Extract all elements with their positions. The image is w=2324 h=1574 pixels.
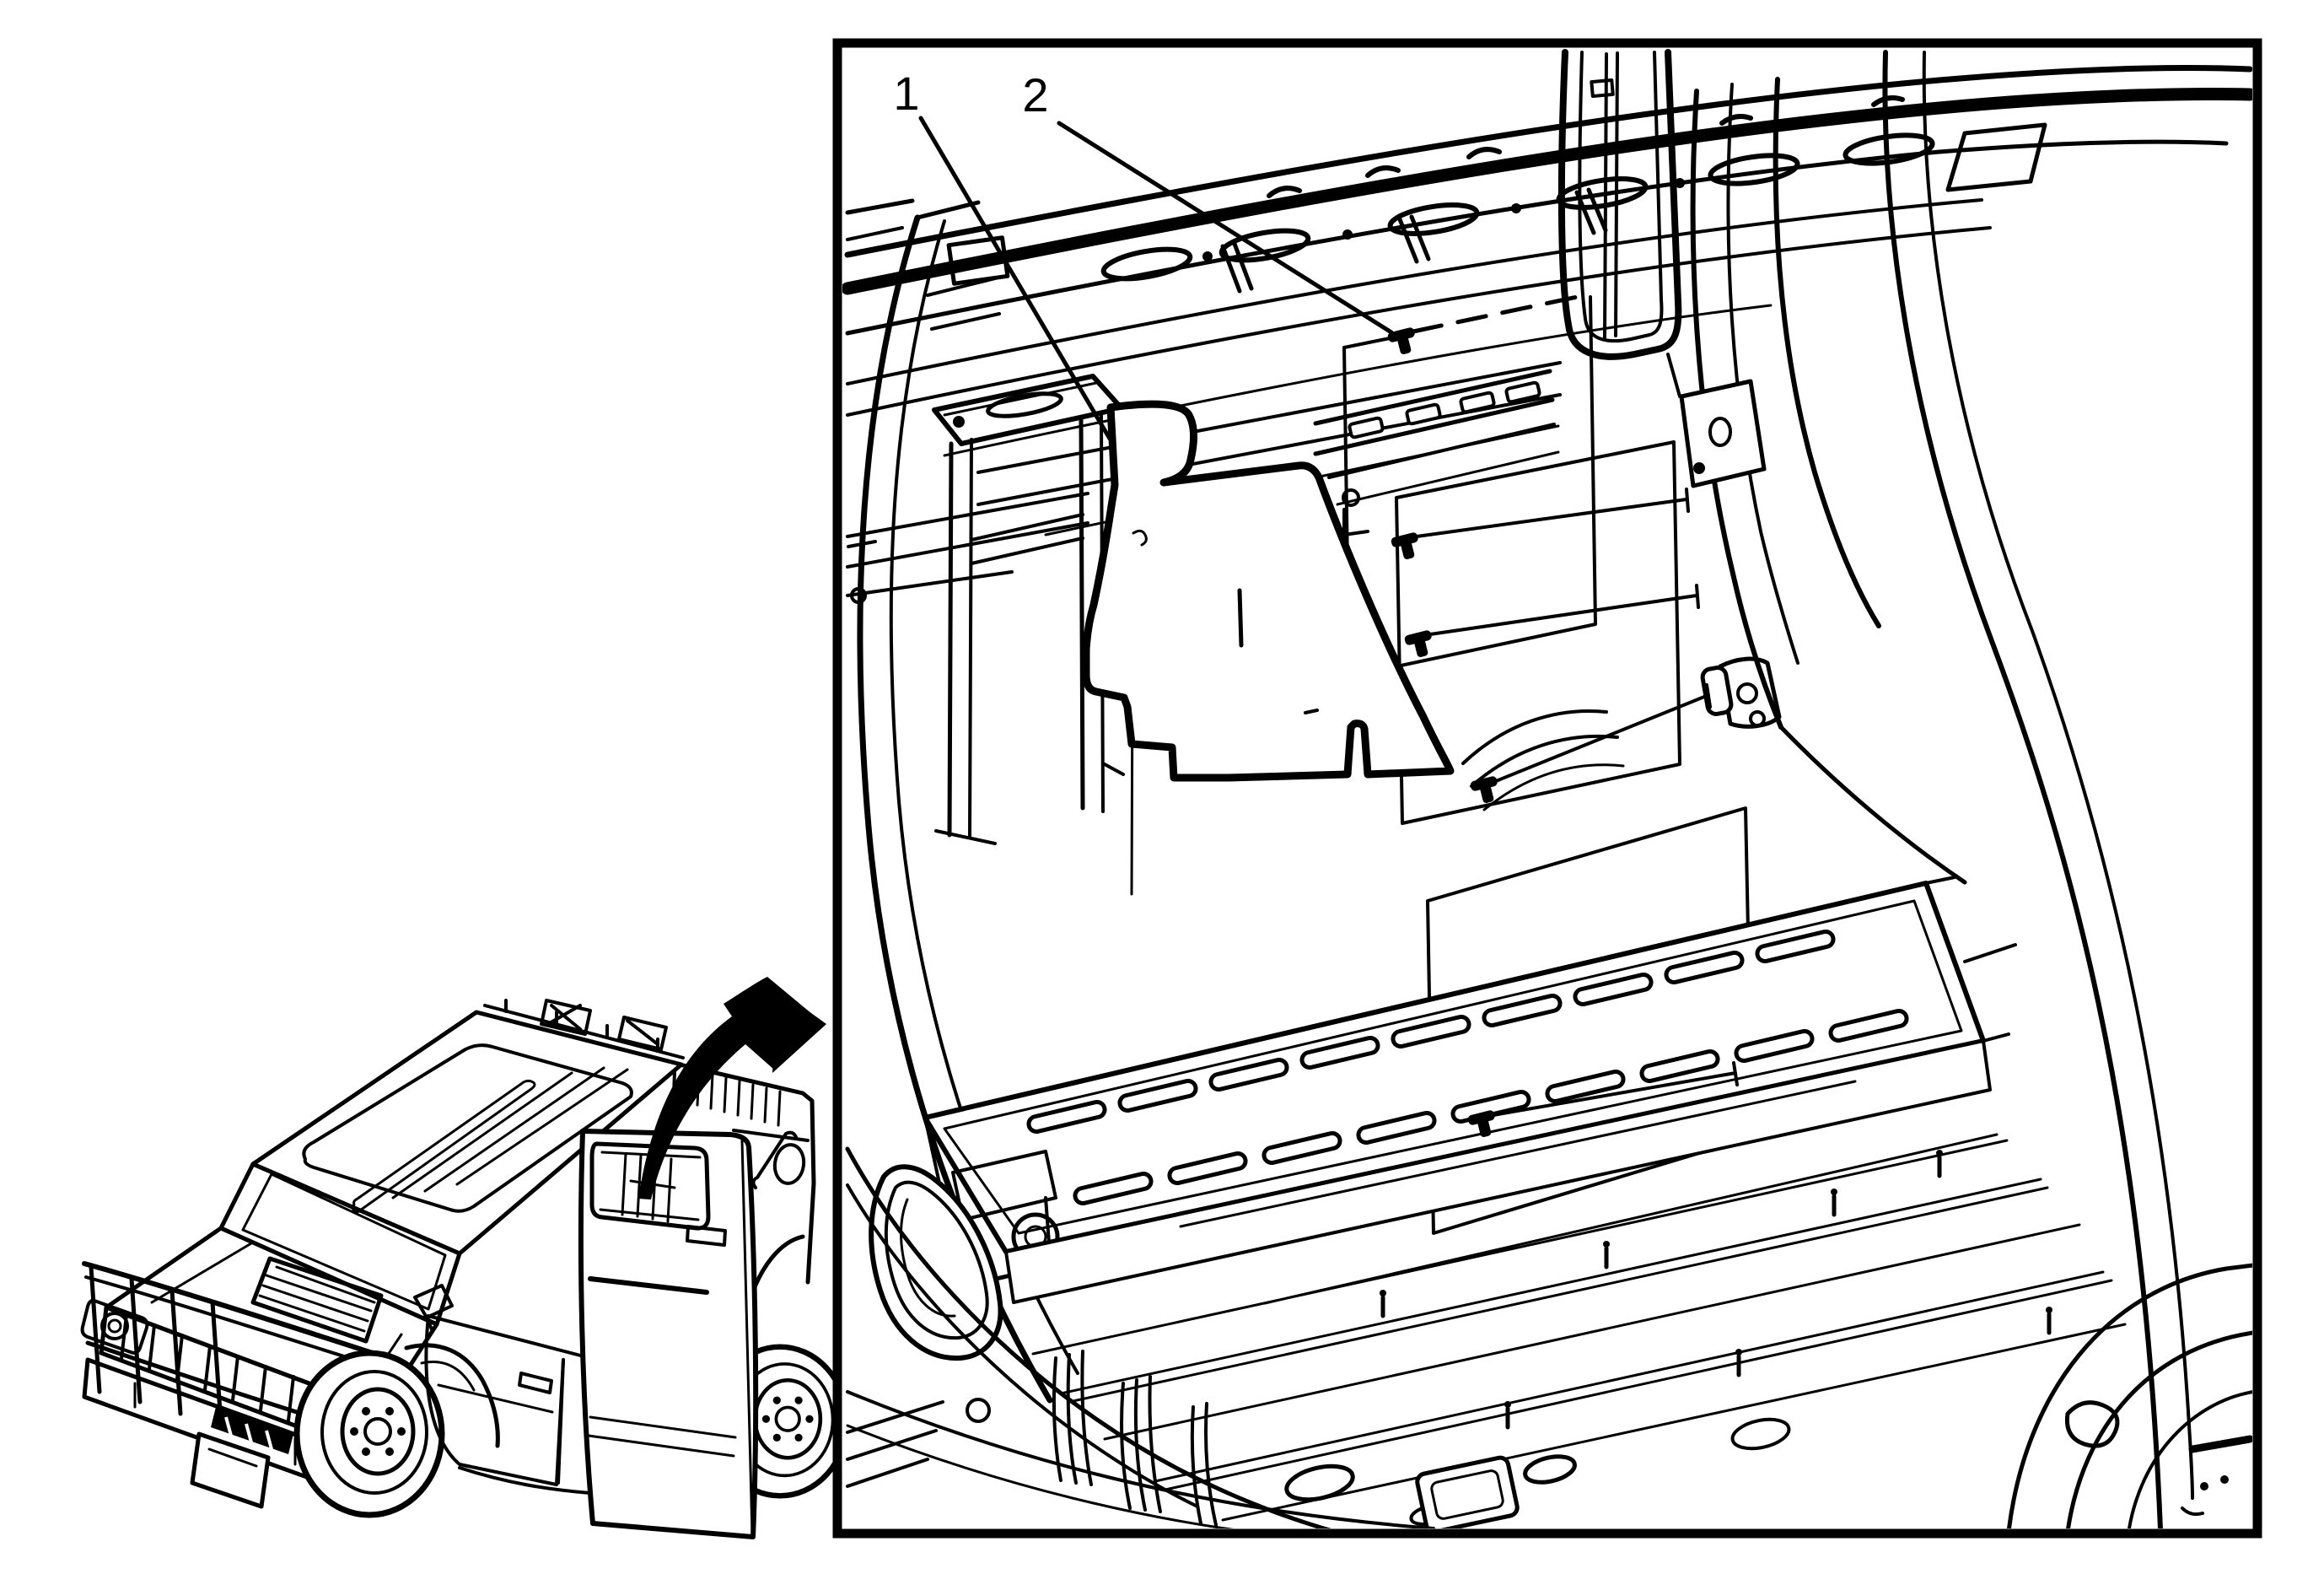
callout-1-leader-line: [918, 116, 1112, 441]
belt-rail-drawing: [1313, 369, 1560, 536]
trim-panel-drawing: [1082, 400, 1455, 782]
pillar-drawing: [1461, 77, 1967, 885]
wheelhouse-drawing: [845, 1146, 1331, 1528]
rear-window-frame-drawing: [1557, 49, 1682, 398]
callouts: 1 2: [893, 67, 1394, 441]
load-floor-drawing: [923, 876, 2017, 1304]
open-rear-door: [578, 1129, 759, 1539]
detail-box: 1 2: [832, 38, 2262, 1539]
headlamp-left: [80, 1298, 149, 1355]
bed-floor-drawing: [846, 1133, 2127, 1528]
fastener-pins: [1386, 326, 1739, 1140]
vehicle-thumbnail: [80, 999, 847, 1539]
bodyside-drawing: [1882, 50, 2252, 1528]
callout-2-label: 2: [1022, 68, 1048, 121]
callout-1-label: 1: [893, 67, 919, 120]
front-wheel: [297, 1353, 442, 1515]
callout-2-leader-line: [1057, 121, 1394, 335]
zoom-arrow: [638, 977, 826, 1199]
